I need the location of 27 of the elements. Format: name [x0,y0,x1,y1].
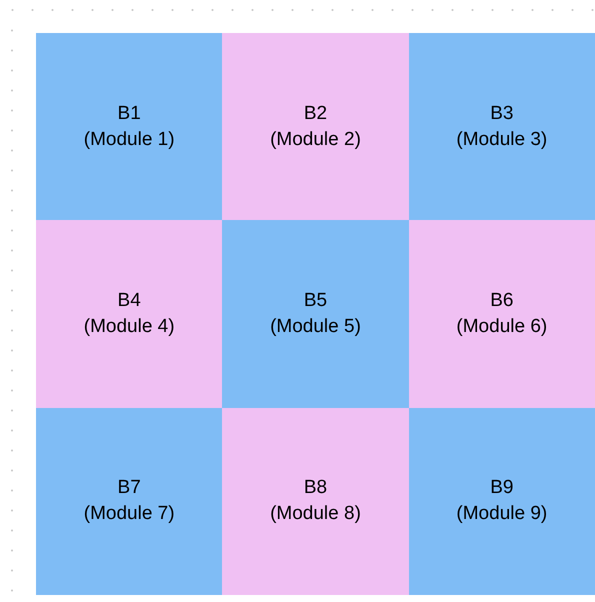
module-cell [36,220,222,408]
block-label: B4 [118,288,141,313]
module-cell [222,220,409,408]
module-label: (Module 3) [456,128,548,152]
module-label: (Module 5) [270,314,361,339]
module-label: (Module 9) [456,502,548,526]
block-label: B9 [490,476,514,500]
module-cell [408,408,595,595]
module-cell [222,33,409,220]
module-label: (Module 8) [270,502,361,526]
block-label: B1 [118,102,141,126]
block-label: B3 [490,102,514,126]
module-label: (Module 2) [270,128,361,152]
block-label: B8 [304,476,328,500]
block-label: B7 [118,476,141,500]
block-label: B5 [304,288,328,313]
module-cell [408,33,595,220]
block-label: B2 [304,102,328,126]
module-label: (Module 6) [456,314,548,339]
module-cell [36,33,222,220]
module-cell [222,408,409,595]
block-label: B6 [490,288,514,313]
module-cell [408,220,595,408]
module-label: (Module 4) [84,314,175,339]
module-label: (Module 7) [84,502,175,526]
module-cell [36,408,222,595]
module-label: (Module 1) [84,128,175,152]
